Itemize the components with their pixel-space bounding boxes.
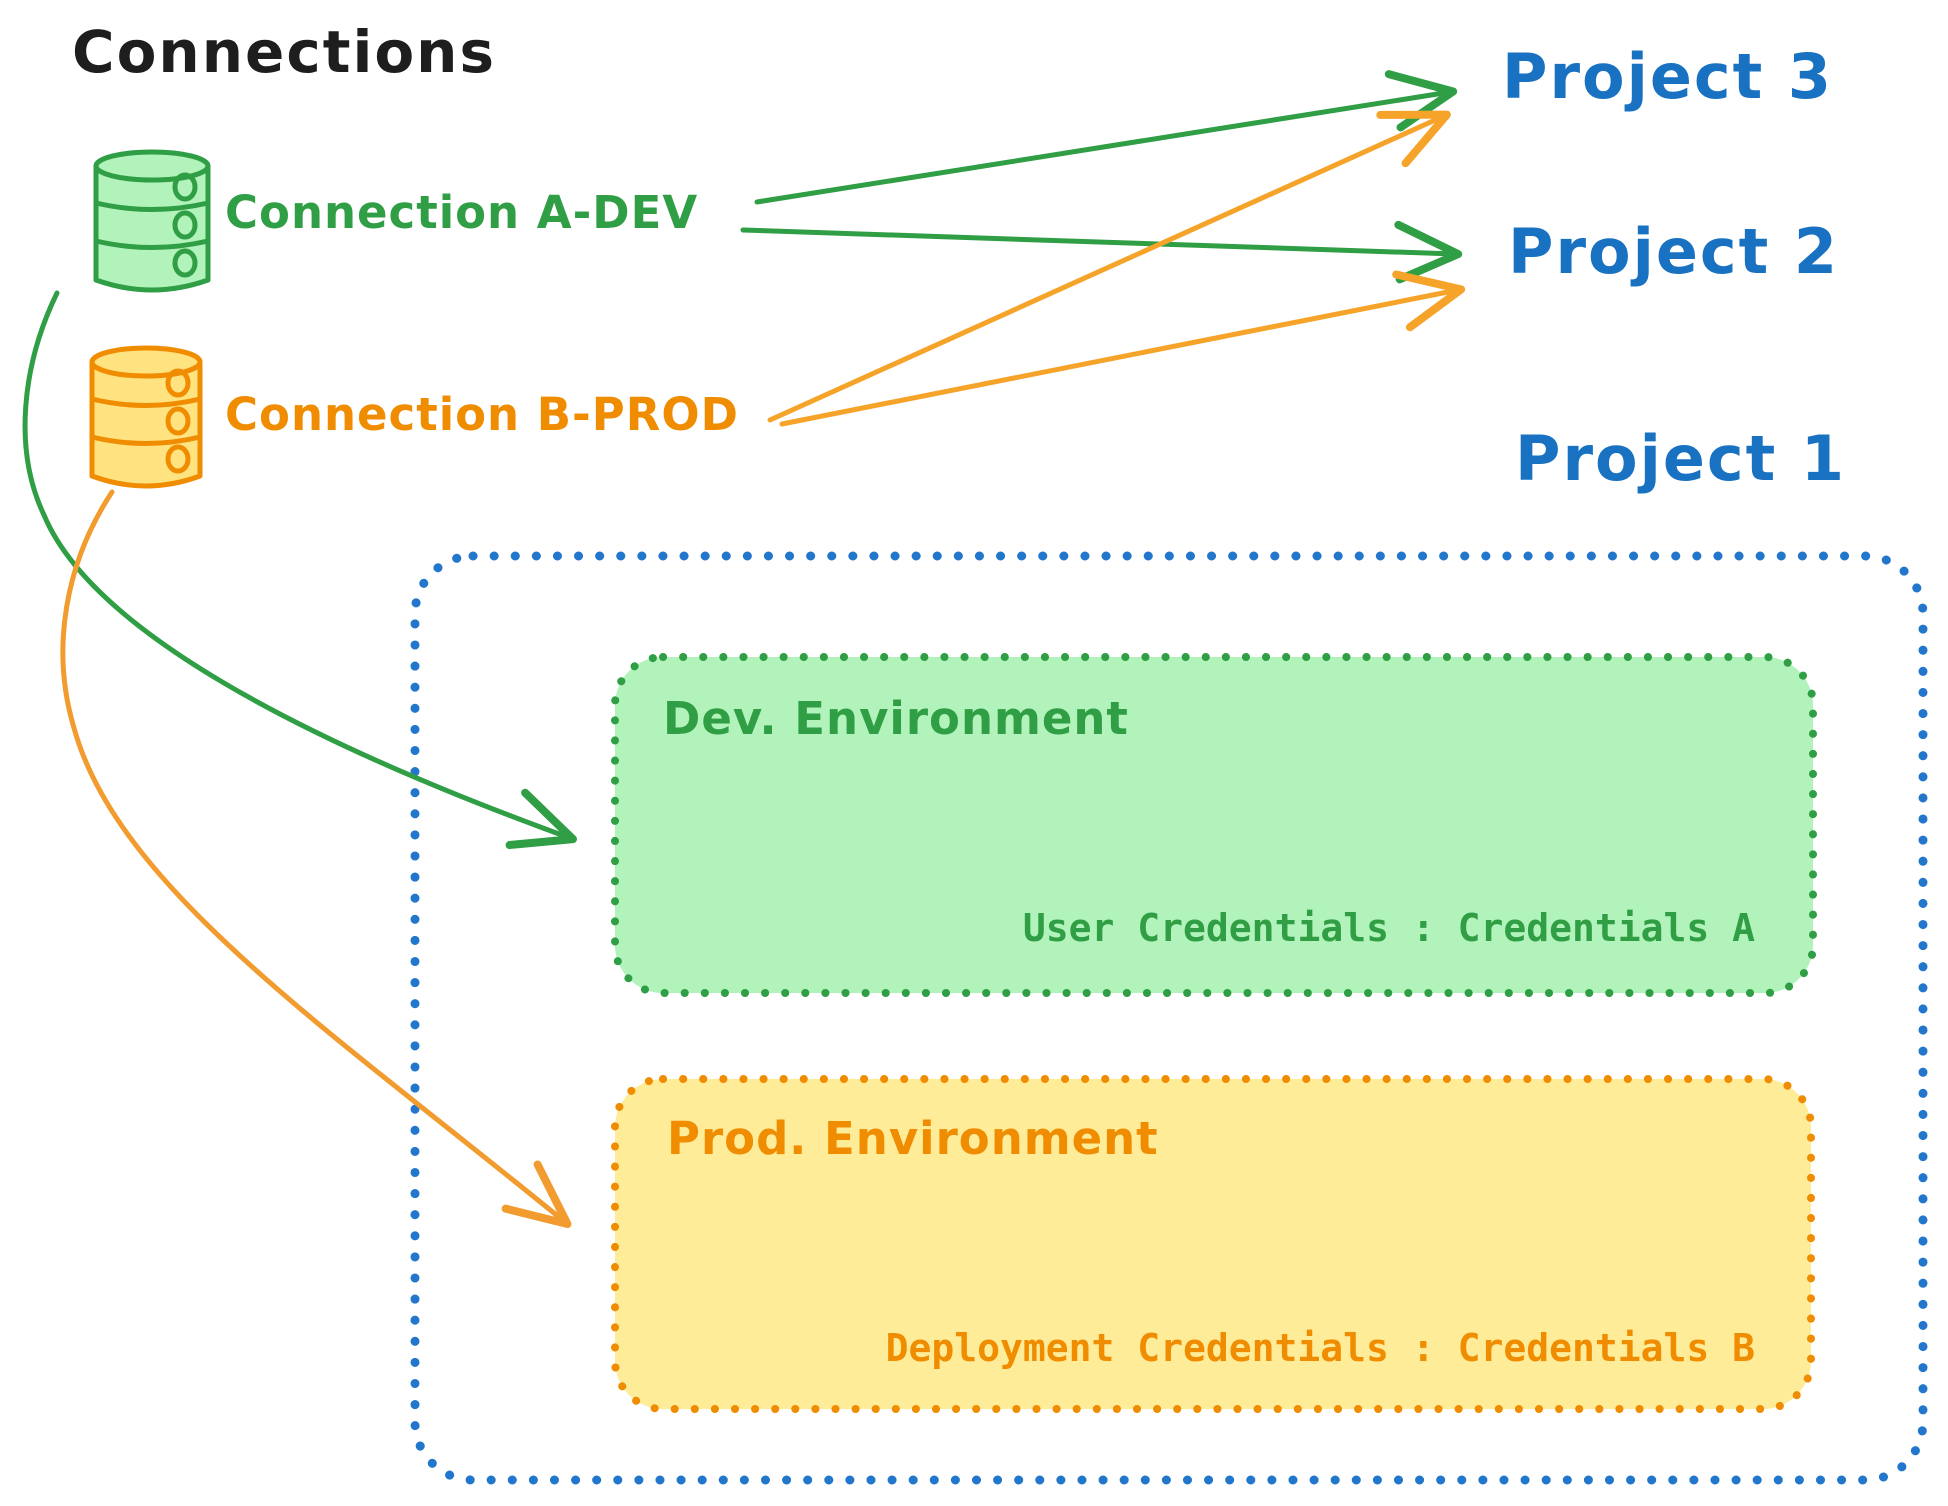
dev-environment-title: Dev. Environment (663, 692, 1129, 745)
connection-a-dev-label: Connection A-DEV (225, 186, 699, 239)
dev-environment-credentials: User Credentials : Credentials A (1022, 906, 1755, 950)
connection-b-prod-label: Connection B-PROD (225, 388, 739, 441)
dev-environment-box (611, 653, 1817, 997)
page-title: Connections (72, 18, 496, 86)
project-2-label: Project 2 (1508, 215, 1840, 288)
arrow-bprod-to-project2 (779, 270, 1466, 427)
prod-environment-credentials: Deployment Credentials : Credentials B (885, 1326, 1755, 1370)
arrow-adev-to-project3 (754, 70, 1458, 205)
prod-environment-box (611, 1075, 1815, 1413)
project1-container-box (410, 551, 1928, 1485)
database-icon-a-dev (93, 149, 211, 293)
arrow-adev-to-project2 (740, 220, 1463, 284)
arrow-bprod-to-prod-environment (60, 489, 572, 1229)
project-3-label: Project 3 (1502, 40, 1834, 113)
project-1-label: Project 1 (1515, 422, 1847, 495)
arrow-bprod-to-project3 (767, 110, 1451, 423)
prod-environment-title: Prod. Environment (667, 1112, 1159, 1165)
database-icon-b-prod (89, 345, 203, 489)
